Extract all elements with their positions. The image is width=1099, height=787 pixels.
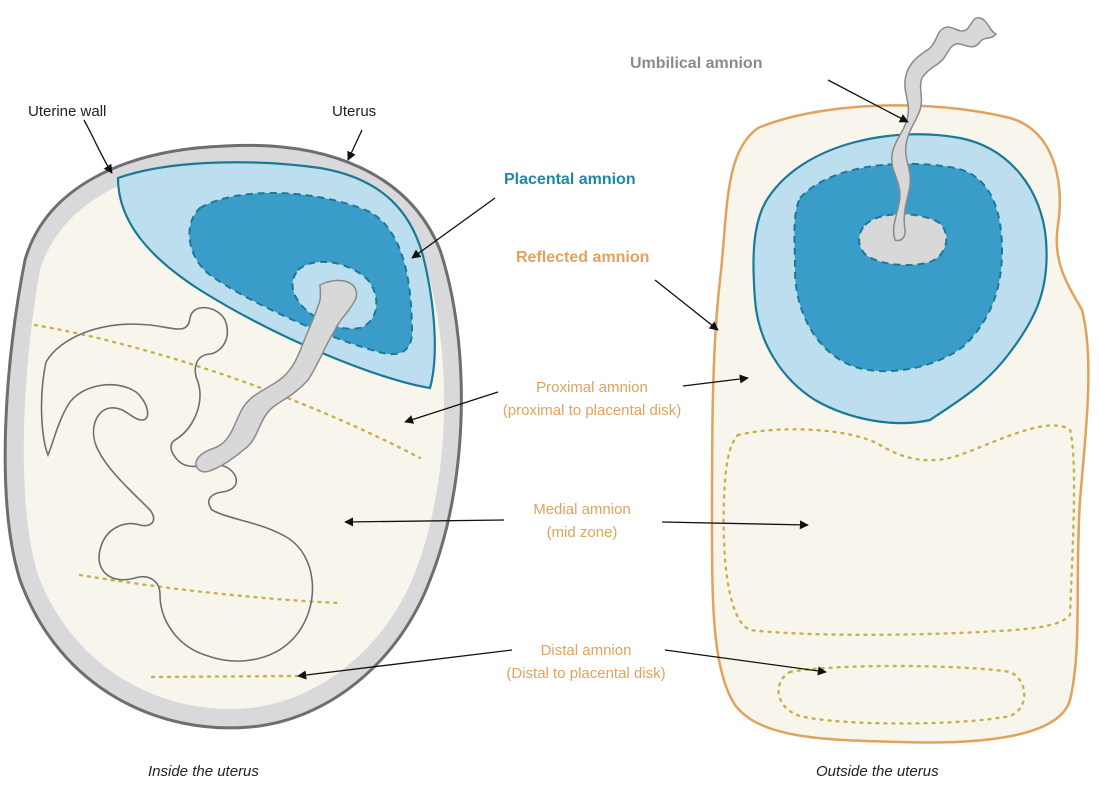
label-reflected-amnion: Reflected amnion [516, 249, 649, 266]
label-placental-amnion: Placental amnion [504, 171, 636, 188]
label-uterus: Uterus [332, 103, 376, 120]
label-distal-amnion: Distal amnion [541, 642, 632, 659]
arrow-reflected-amnion [655, 280, 718, 330]
label-medial-amnion-sub: (mid zone) [547, 524, 618, 541]
label-medial-amnion: Medial amnion [533, 501, 631, 518]
placental-disk-right [794, 164, 1002, 371]
label-umbilical-amnion: Umbilical amnion [630, 55, 762, 72]
label-proximal-amnion-sub: (proximal to placental disk) [503, 402, 681, 419]
caption-outside-uterus: Outside the uterus [816, 763, 939, 780]
label-uterine-wall: Uterine wall [28, 103, 106, 120]
arrow-uterus [348, 130, 362, 160]
label-proximal-amnion: Proximal amnion [536, 379, 648, 396]
label-distal-amnion-sub: (Distal to placental disk) [506, 665, 665, 682]
arrow-uterine-wall [84, 120, 112, 173]
caption-inside-uterus: Inside the uterus [148, 763, 259, 780]
right-amnion-figure [712, 18, 1088, 743]
left-uterus-figure [5, 145, 461, 728]
